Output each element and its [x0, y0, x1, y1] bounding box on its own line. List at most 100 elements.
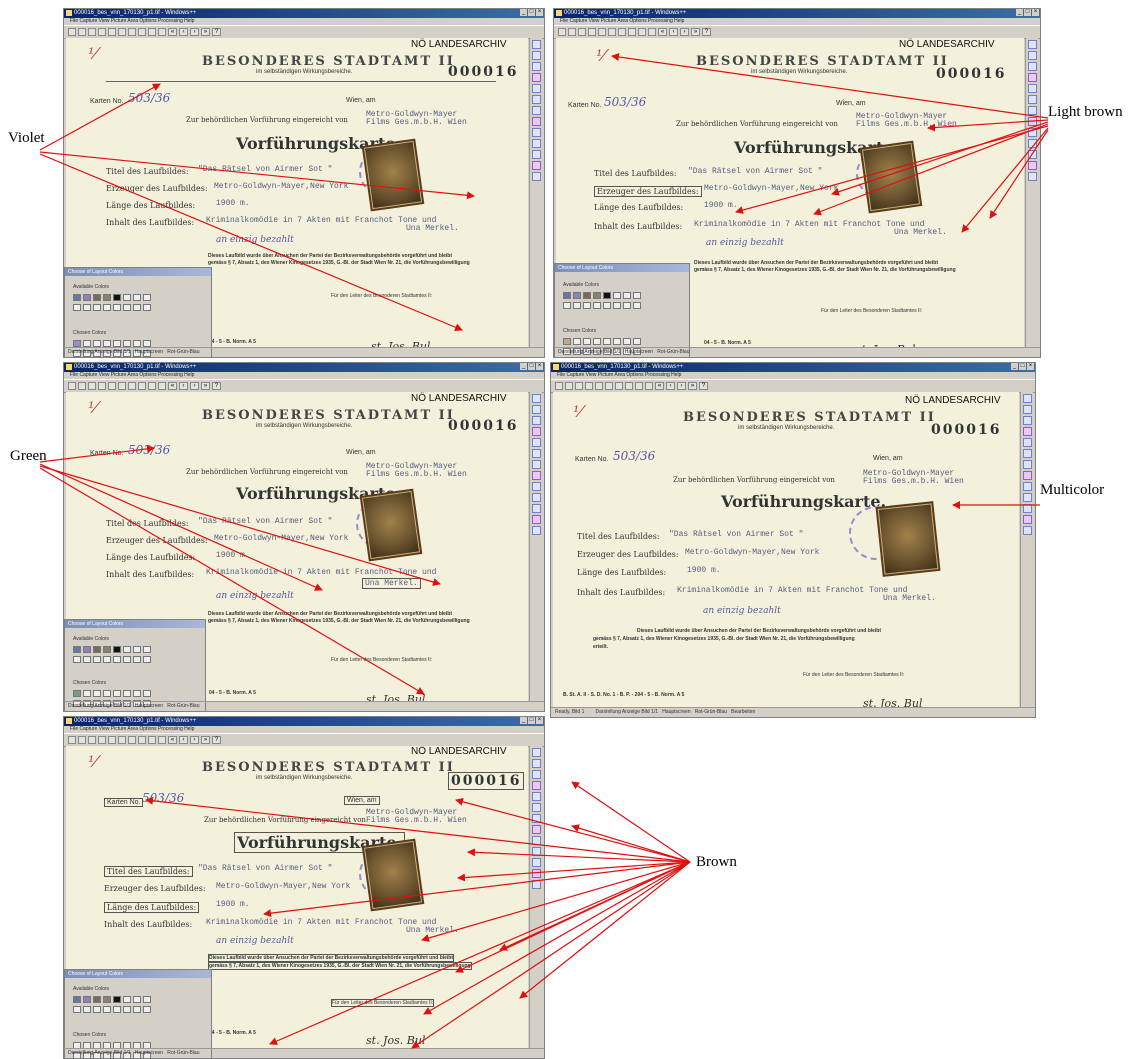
color-swatch[interactable]	[93, 690, 101, 697]
color-swatch[interactable]	[93, 996, 101, 1003]
print-button[interactable]	[88, 382, 96, 390]
color-swatch[interactable]	[143, 656, 151, 663]
crop-button[interactable]	[608, 28, 616, 36]
color-swatch[interactable]	[83, 656, 91, 663]
color-swatch[interactable]	[123, 1006, 131, 1013]
color-swatch[interactable]	[633, 292, 641, 299]
minimize-icon[interactable]: _	[520, 363, 527, 370]
minimize-icon[interactable]: _	[1016, 9, 1023, 16]
scan-button[interactable]	[98, 28, 106, 36]
filter-button[interactable]	[148, 28, 156, 36]
color-swatch[interactable]	[593, 338, 601, 345]
filter-button[interactable]	[148, 382, 156, 390]
menubar[interactable]: File Capture View Picture Area Options P…	[70, 372, 195, 378]
color-swatch[interactable]	[83, 350, 91, 357]
color-swatch[interactable]	[93, 646, 101, 653]
color-swatch[interactable]	[93, 304, 101, 311]
color-swatch[interactable]	[83, 996, 91, 1003]
color-swatch[interactable]	[83, 294, 91, 301]
color-swatch[interactable]	[573, 302, 581, 309]
color-swatch[interactable]	[83, 1006, 91, 1013]
open-button[interactable]	[555, 382, 563, 390]
color-swatch[interactable]	[113, 646, 121, 653]
color-swatch[interactable]	[143, 350, 151, 357]
color-swatch[interactable]	[113, 304, 121, 311]
color-swatch[interactable]	[103, 294, 111, 301]
color-swatch[interactable]	[613, 292, 621, 299]
save-button[interactable]	[565, 382, 573, 390]
color-button[interactable]	[625, 382, 633, 390]
color-swatch[interactable]	[133, 340, 141, 347]
prev-page-button[interactable]: ‹	[179, 28, 188, 36]
color-swatch[interactable]	[133, 996, 141, 1003]
color-swatch[interactable]	[83, 700, 91, 707]
layer-button[interactable]	[648, 28, 656, 36]
color-swatch[interactable]	[593, 302, 601, 309]
zoom-button[interactable]	[598, 28, 606, 36]
color-swatch[interactable]	[143, 646, 151, 653]
color-swatch[interactable]	[573, 338, 581, 345]
filter-button[interactable]	[148, 736, 156, 744]
color-palette-dialog[interactable]: Choose of Layout Colors Available Colors…	[554, 263, 690, 357]
color-swatch[interactable]	[583, 302, 591, 309]
color-swatch[interactable]	[103, 700, 111, 707]
color-swatch[interactable]	[103, 690, 111, 697]
zoom-button[interactable]	[108, 28, 116, 36]
maximize-icon[interactable]: □	[1019, 363, 1026, 370]
color-swatch[interactable]	[73, 656, 81, 663]
color-swatch[interactable]	[103, 646, 111, 653]
color-swatch[interactable]	[133, 350, 141, 357]
color-swatch[interactable]	[143, 1052, 151, 1058]
layer-button[interactable]	[645, 382, 653, 390]
print-button[interactable]	[88, 28, 96, 36]
color-swatch[interactable]	[633, 348, 641, 355]
crop-button[interactable]	[605, 382, 613, 390]
color-swatch[interactable]	[123, 1052, 131, 1058]
scan-button[interactable]	[585, 382, 593, 390]
layer-button[interactable]	[158, 382, 166, 390]
color-swatch[interactable]	[613, 338, 621, 345]
color-swatch[interactable]	[73, 304, 81, 311]
save-button[interactable]	[78, 382, 86, 390]
color-swatch[interactable]	[583, 338, 591, 345]
color-swatch[interactable]	[103, 1052, 111, 1058]
crop-button[interactable]	[118, 736, 126, 744]
color-swatch[interactable]	[113, 700, 121, 707]
color-swatch[interactable]	[73, 1006, 81, 1013]
color-swatch[interactable]	[113, 656, 121, 663]
close-icon[interactable]: ×	[536, 363, 543, 370]
last-page-button[interactable]: »	[691, 28, 700, 36]
color-swatch[interactable]	[93, 340, 101, 347]
color-swatch[interactable]	[143, 1006, 151, 1013]
minimize-icon[interactable]: _	[1011, 363, 1018, 370]
menubar[interactable]: File Capture View Picture Area Options P…	[560, 18, 685, 24]
color-swatch[interactable]	[123, 350, 131, 357]
color-swatch[interactable]	[133, 690, 141, 697]
minimize-icon[interactable]: _	[520, 717, 527, 724]
last-page-button[interactable]: »	[201, 382, 210, 390]
scan-button[interactable]	[588, 28, 596, 36]
close-icon[interactable]: ×	[1032, 9, 1039, 16]
color-swatch[interactable]	[103, 350, 111, 357]
color-swatch[interactable]	[143, 304, 151, 311]
open-button[interactable]	[558, 28, 566, 36]
menubar[interactable]: File Capture View Picture Area Options P…	[70, 18, 195, 24]
color-button[interactable]	[138, 736, 146, 744]
color-swatch[interactable]	[73, 350, 81, 357]
color-swatch[interactable]	[73, 340, 81, 347]
zoom-button[interactable]	[108, 382, 116, 390]
color-swatch[interactable]	[73, 294, 81, 301]
color-swatch[interactable]	[593, 348, 601, 355]
color-swatch[interactable]	[143, 690, 151, 697]
color-swatch[interactable]	[563, 292, 571, 299]
menubar[interactable]: File Capture View Picture Area Options P…	[70, 726, 195, 732]
color-swatch[interactable]	[73, 690, 81, 697]
color-palette-dialog[interactable]: Choose of Layout Colors Available Colors…	[64, 969, 212, 1058]
filter-button[interactable]	[638, 28, 646, 36]
color-swatch[interactable]	[623, 302, 631, 309]
maximize-icon[interactable]: □	[1024, 9, 1031, 16]
color-swatch[interactable]	[603, 338, 611, 345]
first-page-button[interactable]: «	[168, 28, 177, 36]
color-swatch[interactable]	[633, 338, 641, 345]
color-swatch[interactable]	[143, 700, 151, 707]
